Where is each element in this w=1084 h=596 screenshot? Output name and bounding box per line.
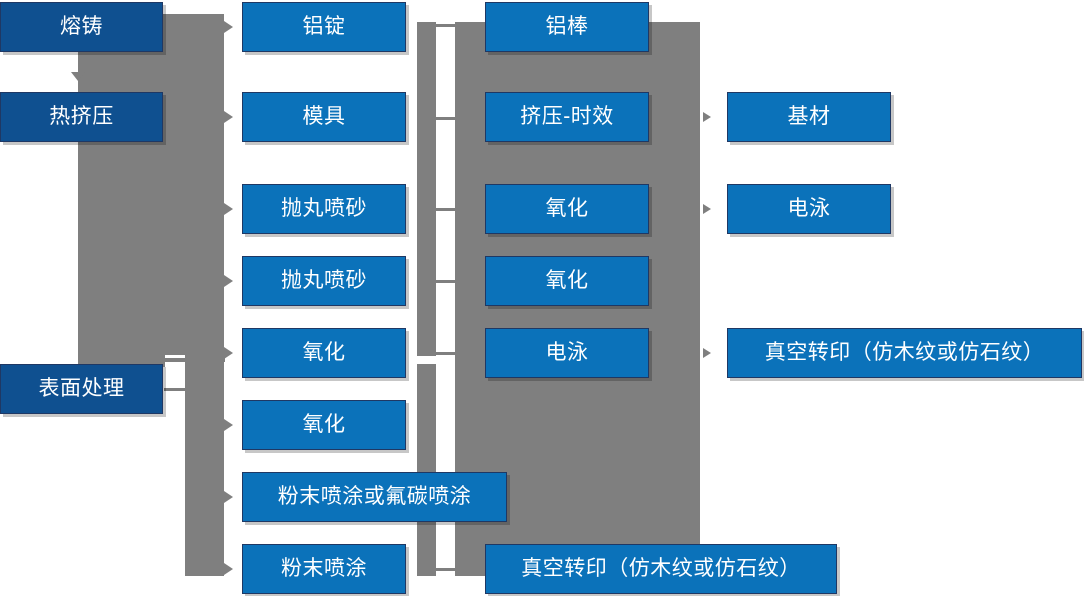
arrow-to-sub-5 xyxy=(224,347,233,359)
arrow-to-output-2 xyxy=(703,204,711,214)
output-box-vacuum-transfer-print[interactable]: 真空转印（仿木纹或仿石纹） xyxy=(727,328,1082,378)
sub-box-powder-or-fluorocarbon-coating[interactable]: 粉末喷涂或氟碳喷涂 xyxy=(242,472,507,522)
stage-label-surface-treatment: 表面处理 xyxy=(38,377,125,401)
arrow-to-sub-8 xyxy=(224,563,233,575)
stage-box-surface-treatment[interactable]: 表面处理 xyxy=(0,364,163,414)
treatment-label-vacuum-transfer-print: 真空转印（仿木纹或仿石纹） xyxy=(521,557,801,581)
tick-connector-5 xyxy=(433,352,457,355)
treatment-label-oxidation-2: 氧化 xyxy=(545,269,589,293)
output-label-substrate: 基材 xyxy=(787,105,831,129)
sub-label-shot-blasting-1: 抛丸喷砂 xyxy=(281,197,367,221)
sub-box-shot-blasting-2[interactable]: 抛丸喷砂 xyxy=(242,256,406,306)
stage-connector-stub xyxy=(165,358,225,362)
surface-treatment-stub xyxy=(164,388,188,391)
tick-connector-3 xyxy=(433,208,457,211)
tick-connector-4 xyxy=(433,280,457,283)
sub-box-oxidation-2[interactable]: 氧化 xyxy=(242,400,406,450)
treatment-box-vacuum-transfer-print[interactable]: 真空转印（仿木纹或仿石纹） xyxy=(485,544,837,594)
arrow-to-output-1 xyxy=(703,112,711,122)
tick-connector-1 xyxy=(433,24,457,27)
stage-label-hot-extrusion: 热挤压 xyxy=(49,105,114,129)
arrow-to-sub-7 xyxy=(224,491,233,503)
stage-connector-lower xyxy=(185,14,224,576)
treatment-box-oxidation-2[interactable]: 氧化 xyxy=(485,256,649,306)
arrow-to-sub-3 xyxy=(224,203,233,215)
arrow-to-sub-4 xyxy=(224,275,233,287)
sub-box-mold[interactable]: 模具 xyxy=(242,92,406,142)
sub-label-powder-coating: 粉末喷涂 xyxy=(281,557,367,581)
sub-label-aluminum-ingot: 铝锭 xyxy=(302,15,346,39)
output-box-substrate[interactable]: 基材 xyxy=(727,92,891,142)
arrow-to-sub-6 xyxy=(224,419,233,431)
arrow-to-sub-1 xyxy=(224,21,233,33)
stage-box-melt-cast[interactable]: 熔铸 xyxy=(0,2,163,52)
treatment-box-extrusion-aging[interactable]: 挤压-时效 xyxy=(485,92,649,142)
treatment-label-oxidation-1: 氧化 xyxy=(545,197,589,221)
sub-box-powder-coating[interactable]: 粉末喷涂 xyxy=(242,544,406,594)
sub-label-oxidation-2: 氧化 xyxy=(302,413,346,437)
sub-label-oxidation-1: 氧化 xyxy=(302,341,346,365)
sub-box-shot-blasting-1[interactable]: 抛丸喷砂 xyxy=(242,184,406,234)
sub-label-shot-blasting-2: 抛丸喷砂 xyxy=(281,269,367,293)
sub-label-powder-or-fluorocarbon-coating: 粉末喷涂或氟碳喷涂 xyxy=(277,485,472,509)
treatment-label-electrophoresis: 电泳 xyxy=(545,341,589,365)
treatment-label-extrusion-aging: 挤压-时效 xyxy=(520,105,614,129)
sub-to-treatment-bar-lower xyxy=(417,364,436,576)
tick-connector-2 xyxy=(433,117,457,120)
stage-box-hot-extrusion[interactable]: 热挤压 xyxy=(0,92,163,142)
sub-box-aluminum-ingot[interactable]: 铝锭 xyxy=(242,2,406,52)
tick-connector-6 xyxy=(433,568,457,571)
sub-to-treatment-bar-upper xyxy=(417,22,436,356)
sub-label-mold: 模具 xyxy=(302,105,346,129)
arrow-melt-to-extrude xyxy=(71,72,85,81)
output-label-electrophoresis: 电泳 xyxy=(787,197,831,221)
treatment-box-aluminum-bar[interactable]: 铝棒 xyxy=(485,2,649,52)
treatment-label-aluminum-bar: 铝棒 xyxy=(545,15,589,39)
arrow-to-output-3 xyxy=(703,348,711,358)
output-box-electrophoresis[interactable]: 电泳 xyxy=(727,184,891,234)
output-label-vacuum-transfer-print: 真空转印（仿木纹或仿石纹） xyxy=(764,341,1045,365)
treatment-box-oxidation-1[interactable]: 氧化 xyxy=(485,184,649,234)
stage-label-melt-cast: 熔铸 xyxy=(60,15,103,39)
arrow-to-sub-2 xyxy=(224,111,233,123)
sub-box-oxidation-1[interactable]: 氧化 xyxy=(242,328,406,378)
treatment-box-electrophoresis[interactable]: 电泳 xyxy=(485,328,649,378)
stage-connector-body xyxy=(78,14,224,355)
